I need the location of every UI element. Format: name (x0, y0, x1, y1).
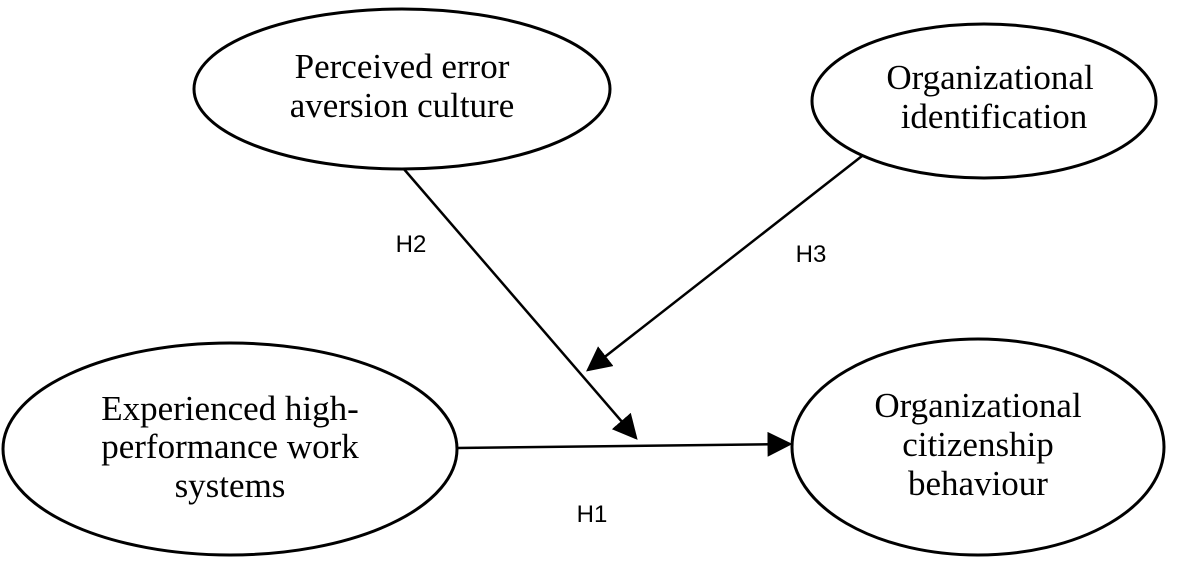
node-label-line: Experienced high- (101, 389, 359, 428)
node-label-line: aversion culture (290, 86, 515, 125)
node-label-line: Perceived error (295, 47, 510, 86)
node-organizational-identification: Organizational identification (810, 22, 1158, 180)
node-ellipse (810, 22, 1158, 180)
node-ellipse (192, 7, 612, 171)
node-label-line: Organizational (886, 58, 1094, 97)
h3-arrow (586, 155, 863, 372)
h2-label: H2 (396, 231, 427, 258)
h3-label: H3 (796, 241, 827, 268)
h1-label: H1 (577, 501, 608, 528)
node-experienced-hpws: Experienced high- performance work syste… (1, 341, 459, 557)
h1-arrow (455, 431, 793, 457)
node-label-line: behaviour (908, 464, 1048, 503)
node-label-line: citizenship (902, 425, 1054, 464)
node-error-aversion-culture: Perceived error aversion culture (192, 7, 612, 171)
node-ellipse (1, 341, 459, 557)
node-label-line: systems (175, 466, 286, 505)
node-label-line: performance work (101, 427, 359, 466)
node-label-line: identification (901, 97, 1088, 136)
h2-arrow (402, 167, 638, 440)
node-label-line: Organizational (874, 386, 1082, 425)
node-organizational-citizenship-behaviour: Organizational citizenship behaviour (790, 337, 1166, 557)
node-ellipse (790, 337, 1166, 557)
